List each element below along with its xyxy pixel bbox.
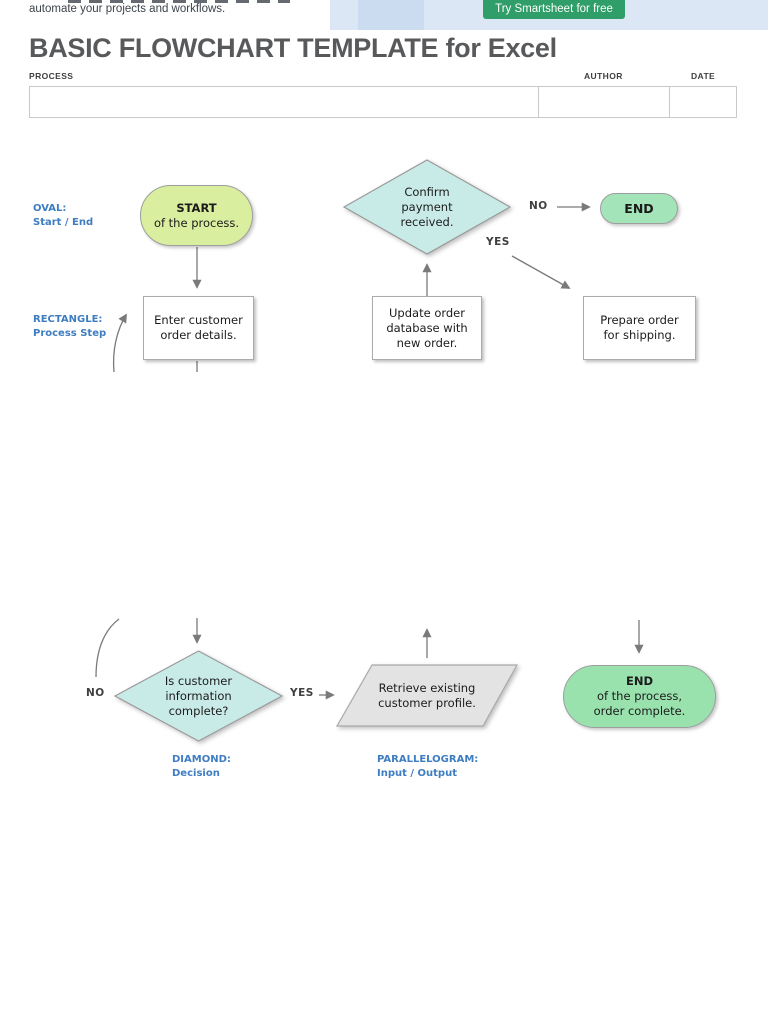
node-end-bottom-line2: of the process, xyxy=(596,689,683,703)
node-prepare-order-line1: Prepare order xyxy=(600,313,679,327)
edge-yes-to-prepare xyxy=(511,255,571,289)
diamond-shape xyxy=(113,650,284,742)
node-confirm-line3: received. xyxy=(400,214,454,229)
edge-label-yes-top: YES xyxy=(486,236,510,248)
node-update-db: Update order database with new order. xyxy=(372,296,482,360)
banner-tagline: automate your projects and workflows. xyxy=(29,3,226,15)
node-end-bottom-line1: END xyxy=(625,674,654,688)
legend-diamond: DIAMOND: Decision xyxy=(172,753,231,780)
legend-parallelogram-line2: Input / Output xyxy=(377,767,457,779)
node-enter-order: Enter customer order details. xyxy=(143,296,254,360)
node-info-complete-diamond: Is customer information complete? xyxy=(113,649,284,743)
node-retrieve-line1: Retrieve existing xyxy=(378,680,476,695)
edge-label-no-top: NO xyxy=(529,200,548,212)
legend-oval: OVAL: Start / End xyxy=(33,202,93,229)
diamond-shape xyxy=(342,159,512,255)
node-start-line1: START xyxy=(176,200,217,215)
process-column-header: PROCESS xyxy=(29,71,74,81)
edge-label-yes-bottom: YES xyxy=(290,687,314,699)
legend-rectangle-line1: RECTANGLE: xyxy=(33,314,103,325)
node-prepare-order: Prepare order for shipping. xyxy=(583,296,696,360)
date-column-header: DATE xyxy=(691,71,716,81)
node-enter-order-line1: Enter customer xyxy=(154,313,243,327)
node-info-line2: information xyxy=(165,688,232,703)
node-end-bottom-line3: order complete. xyxy=(593,704,686,718)
try-smartsheet-button[interactable]: Try Smartsheet for free xyxy=(483,0,625,19)
author-field[interactable] xyxy=(539,87,669,117)
node-update-db-line3: new order. xyxy=(396,335,458,350)
legend-parallelogram: PARALLELOGRAM: Input / Output xyxy=(377,753,478,780)
node-enter-order-line2: order details. xyxy=(160,328,237,342)
node-retrieve-profile-parallelogram: Retrieve existing customer profile. xyxy=(335,663,519,728)
node-info-line3: complete? xyxy=(168,703,229,718)
banner-stripe xyxy=(358,0,424,30)
banner-blue-panel: Try Smartsheet for free xyxy=(330,0,768,30)
legend-parallelogram-line1: PARALLELOGRAM: xyxy=(377,754,479,765)
meta-table xyxy=(29,86,737,118)
node-retrieve-line2: customer profile. xyxy=(378,695,476,710)
legend-diamond-line1: DIAMOND: xyxy=(172,754,231,765)
node-prepare-order-line2: for shipping. xyxy=(603,328,676,342)
legend-diamond-line2: Decision xyxy=(172,767,220,779)
node-start-line2: of the process. xyxy=(153,215,240,230)
author-column-header: AUTHOR xyxy=(584,71,623,81)
page-title: BASIC FLOWCHART TEMPLATE for Excel xyxy=(29,33,557,63)
edge-label-no-bottom: NO xyxy=(86,687,105,699)
column-divider xyxy=(538,87,539,117)
banner-text-panel: automate your projects and workflows. xyxy=(0,0,330,30)
node-confirm-payment-diamond: Confirm payment received. xyxy=(342,158,512,256)
legend-oval-line1: OVAL: xyxy=(33,203,67,214)
node-end-top-oval: END xyxy=(600,193,678,224)
node-end-bottom-oval: END of the process, order complete. xyxy=(563,665,716,728)
legend-oval-line2: Start / End xyxy=(33,216,94,228)
node-update-db-line1: Update order xyxy=(389,305,465,320)
node-update-db-line2: database with xyxy=(386,320,468,335)
date-field[interactable] xyxy=(670,87,736,117)
node-start-oval: START of the process. xyxy=(140,185,253,246)
process-field[interactable] xyxy=(30,87,538,117)
node-info-line1: Is customer xyxy=(164,673,233,688)
top-banner: automate your projects and workflows. Tr… xyxy=(0,0,768,30)
edge-return-to-enter xyxy=(112,313,127,373)
node-confirm-line1: Confirm xyxy=(404,184,450,199)
node-confirm-line2: payment xyxy=(401,199,453,214)
node-end-top-label: END xyxy=(624,201,654,216)
column-divider xyxy=(669,87,670,117)
truncated-text-fragments xyxy=(68,0,290,3)
legend-rectangle: RECTANGLE: Process Step xyxy=(33,313,106,340)
legend-rectangle-line2: Process Step xyxy=(33,327,107,339)
parallelogram-shape xyxy=(335,664,519,727)
